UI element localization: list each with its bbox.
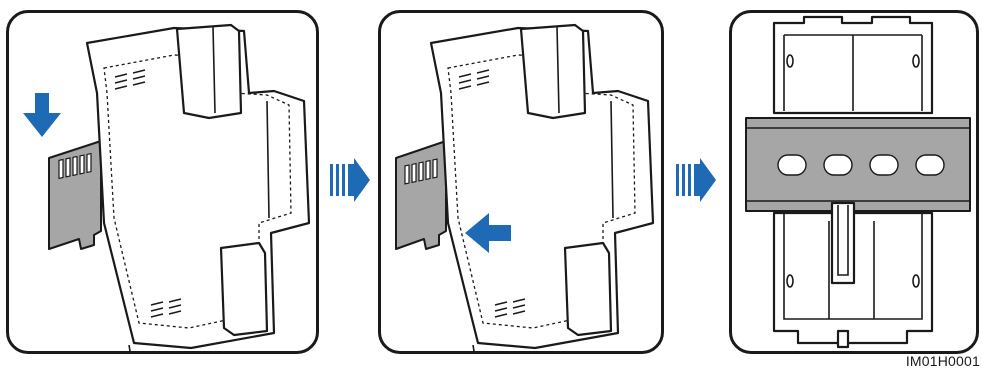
rail-clip [830, 201, 856, 349]
din-rail [395, 140, 447, 250]
step-2-panel [378, 10, 664, 354]
din-rail [48, 140, 102, 250]
down-arrow-icon [23, 93, 61, 137]
step-1-panel [6, 10, 319, 354]
next-step-arrow-icon [330, 158, 370, 202]
left-arrow-icon [465, 213, 511, 253]
device-pressing-diagram [395, 23, 655, 351]
device-body [85, 23, 311, 351]
figure-code: IM01H0001 [905, 353, 980, 369]
next-step-arrow-icon [676, 158, 716, 202]
device-hooking-diagram [23, 23, 311, 351]
din-rail [745, 117, 971, 212]
device-body [429, 23, 655, 351]
device-mounted-front-view [745, 15, 971, 349]
step-3-panel [729, 10, 979, 354]
